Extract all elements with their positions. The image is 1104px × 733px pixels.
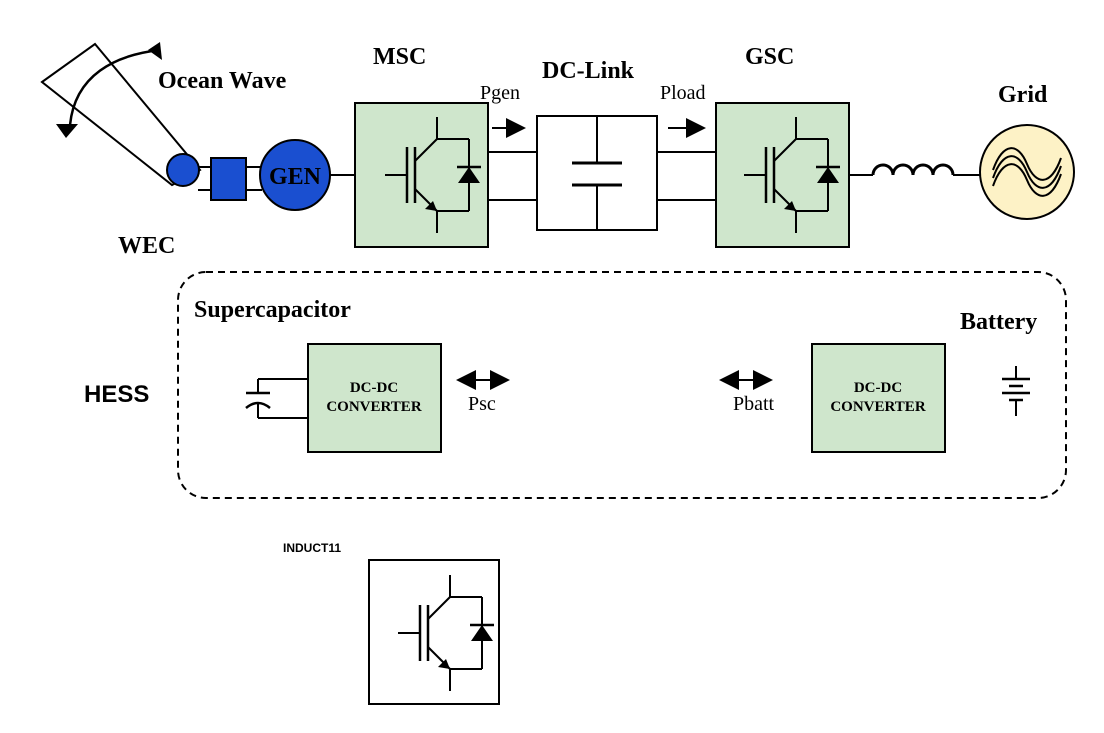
hess-region <box>177 271 1067 499</box>
wec-hub <box>166 153 200 187</box>
ocean-wave-label: Ocean Wave <box>158 68 287 94</box>
wave-arrow-top <box>68 48 161 126</box>
sc-dc-dc-converter <box>307 343 442 453</box>
batt-converter-line1: DC-DC <box>854 380 902 396</box>
supercapacitor-icon <box>245 378 308 419</box>
wave-arrow-head-top <box>148 42 162 60</box>
pbatt-label: Pbatt <box>733 393 775 415</box>
batt-converter-line2: CONVERTER <box>830 399 925 415</box>
wave-arrow-head-bottom <box>56 124 78 138</box>
wec-label: WEC <box>118 233 175 259</box>
hess-label: HESS <box>84 381 149 408</box>
battery-label: Battery <box>960 309 1037 335</box>
gearbox <box>210 157 247 201</box>
sc-converter-line2: CONVERTER <box>326 399 421 415</box>
pgen-label: Pgen <box>480 82 520 104</box>
msc-label: MSC <box>373 44 426 70</box>
pload-label: Pload <box>660 82 706 104</box>
ac-wave-icon <box>992 147 1062 197</box>
battery-icon <box>1002 366 1030 416</box>
supercapacitor-label: Supercapacitor <box>194 297 351 323</box>
battery-dc-dc-converter <box>811 343 946 453</box>
dc-link-label: DC-Link <box>542 58 635 84</box>
grid-inductor-icon <box>871 163 955 176</box>
psc-label: Psc <box>468 393 496 415</box>
inductor-label: INDUCT11 <box>283 541 341 555</box>
gsc-label: GSC <box>745 44 794 70</box>
sc-converter-line1: DC-DC <box>350 380 398 396</box>
grid-label: Grid <box>998 82 1048 108</box>
generator-label: GEN <box>269 164 322 190</box>
dc-link-capacitor-icon <box>572 116 622 230</box>
